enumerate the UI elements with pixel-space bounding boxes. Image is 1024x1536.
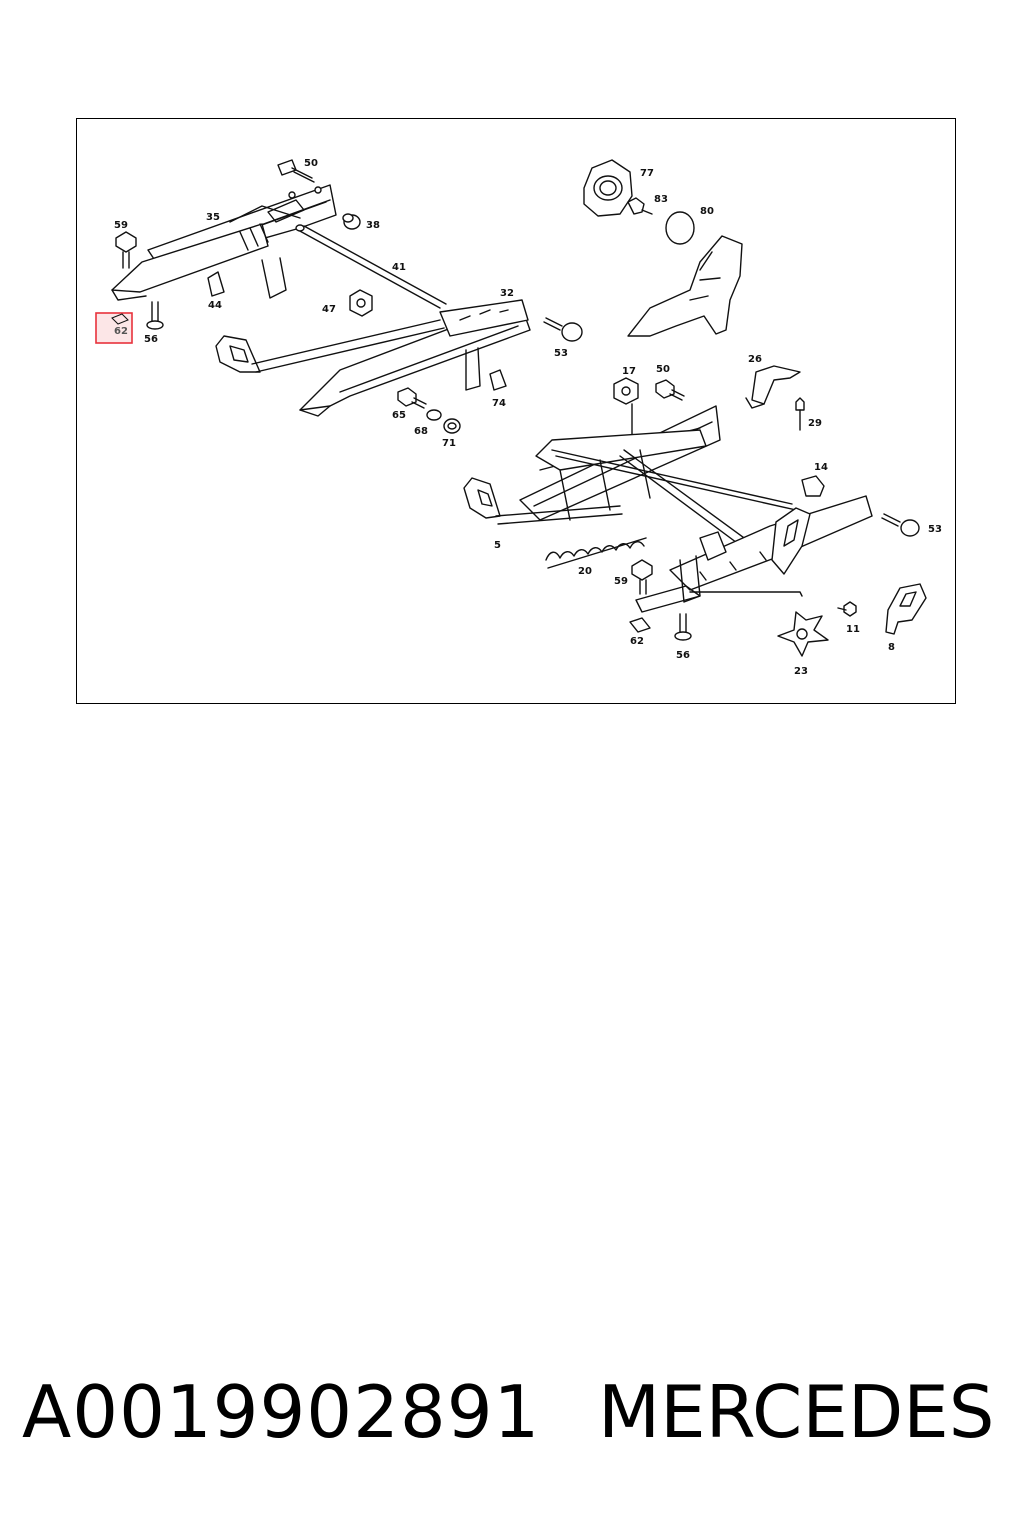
pin-29	[795, 397, 805, 431]
label-74: 74	[492, 398, 506, 409]
part-number: A0019902891	[22, 1370, 541, 1454]
clip-62-left	[95, 312, 133, 344]
bracket-26	[745, 365, 801, 409]
bolt-53-lower	[881, 513, 920, 537]
bushing-71	[443, 418, 461, 434]
label-62-highlighted: 62	[114, 326, 128, 337]
bolt-50-lower	[655, 379, 685, 401]
label-8: 8	[888, 642, 895, 653]
gear-47	[349, 289, 373, 317]
handle-8	[885, 583, 927, 635]
backrest-bracket	[627, 235, 743, 337]
bolt-65	[397, 387, 427, 409]
label-77: 77	[640, 168, 654, 179]
label-50-lower: 50	[656, 364, 670, 375]
label-53-lower: 53	[928, 524, 942, 535]
label-44: 44	[208, 300, 222, 311]
label-38: 38	[366, 220, 380, 231]
bolt-83	[627, 197, 653, 215]
caption: A0019902891 MERCEDES	[0, 1370, 1024, 1470]
bolt-53-upper	[543, 317, 583, 342]
washer-68	[426, 409, 442, 421]
label-20: 20	[578, 566, 592, 577]
label-59-lower: 59	[614, 576, 628, 587]
label-56-left: 56	[144, 334, 158, 345]
diagram-frame	[76, 118, 956, 704]
label-14: 14	[814, 462, 828, 473]
label-50-top: 50	[304, 158, 318, 169]
release-lever-5-left	[215, 319, 445, 373]
label-5: 5	[494, 540, 501, 551]
star-knob-23	[777, 611, 829, 657]
cap-38	[342, 213, 361, 230]
label-17: 17	[622, 366, 636, 377]
label-65: 65	[392, 410, 406, 421]
knob-77	[583, 159, 633, 217]
label-23: 23	[794, 666, 808, 677]
cable	[689, 591, 803, 597]
label-11: 11	[846, 624, 860, 635]
clip-44	[207, 271, 225, 297]
label-80: 80	[700, 206, 714, 217]
label-56-lower: 56	[676, 650, 690, 661]
label-53-upper: 53	[554, 348, 568, 359]
washer-80	[665, 211, 695, 245]
label-71: 71	[442, 438, 456, 449]
clip-74	[489, 369, 507, 391]
seat-rail-left	[111, 184, 337, 301]
spring-20	[545, 537, 647, 569]
crossbar-41	[295, 224, 447, 309]
seat-frame-lower	[519, 405, 873, 613]
parts-diagram: 50 35 38 59 41 44 47 32 62 56 53 74 65 6…	[95, 158, 942, 677]
release-lever-5-lower	[463, 477, 623, 525]
handle-right	[771, 507, 811, 575]
seat-rail-right	[299, 299, 531, 417]
clip-62-lower	[629, 617, 651, 633]
label-83: 83	[654, 194, 668, 205]
label-26: 26	[748, 354, 762, 365]
bolt-59-left	[115, 231, 137, 269]
label-32: 32	[500, 288, 514, 299]
label-35: 35	[206, 212, 220, 223]
label-62-lower: 62	[630, 636, 644, 647]
bolt-56-lower	[674, 613, 692, 641]
pin-11	[837, 601, 857, 617]
bolt-59-lower	[631, 559, 653, 595]
label-41: 41	[392, 262, 406, 273]
bolt-50-top	[277, 159, 315, 183]
brand-name: MERCEDES	[598, 1370, 995, 1454]
gear-17	[613, 377, 639, 463]
label-68: 68	[414, 426, 428, 437]
label-47: 47	[322, 304, 336, 315]
cap-14	[801, 475, 825, 497]
bolt-56-left	[146, 301, 164, 330]
label-29: 29	[808, 418, 822, 429]
label-59-left: 59	[114, 220, 128, 231]
